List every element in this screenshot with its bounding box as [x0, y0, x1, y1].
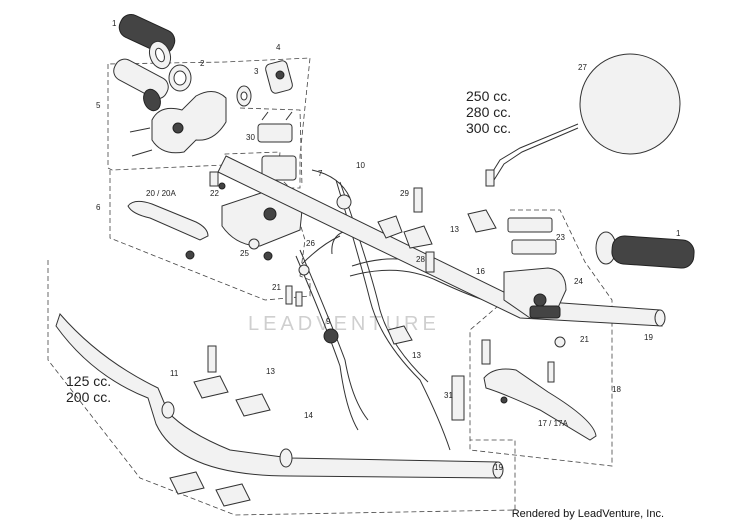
callout-19-b: 19 [494, 463, 503, 472]
callout-grip-right: 1 [676, 229, 681, 238]
bracket [451, 375, 465, 421]
left-throttle-assembly [113, 58, 192, 112]
engine-label-300: 300 cc. [466, 120, 511, 136]
right-grip [595, 231, 695, 269]
callout-5: 5 [96, 101, 101, 110]
engine-label-250: 250 cc. [466, 88, 511, 104]
callout-24: 24 [574, 277, 583, 286]
right-master-cylinder [503, 217, 567, 319]
washer [236, 85, 252, 107]
callout-20: 20 / 20A [146, 189, 176, 198]
callout-labels: 1 2 3 4 5 6 7 9 10 11 13 13 13 14 16 17 … [96, 19, 681, 472]
engine-label-125: 125 cc. [66, 373, 111, 389]
callout-13-a: 13 [450, 225, 459, 234]
lower-handlebar-19 [55, 313, 504, 479]
callout-13-c: 13 [266, 367, 275, 376]
callout-22: 22 [210, 189, 219, 198]
left-grip [118, 13, 176, 70]
callout-28: 28 [416, 255, 425, 264]
callout-18: 18 [612, 385, 621, 394]
callout-6: 6 [96, 203, 101, 212]
mirror [485, 53, 681, 187]
callout-26: 26 [306, 239, 315, 248]
callout-14: 14 [304, 411, 313, 420]
credit-text: Rendered by LeadVenture, Inc. [511, 508, 664, 520]
callout-9: 9 [326, 317, 331, 326]
callout-29: 29 [400, 189, 409, 198]
callout-11: 11 [170, 369, 179, 378]
engine-label-280: 280 cc. [466, 104, 511, 120]
left-switch-housing [129, 91, 227, 157]
engine-label-200: 200 cc. [66, 389, 111, 405]
callout-31: 31 [444, 391, 453, 400]
screws [207, 187, 555, 383]
callout-3: 3 [254, 67, 259, 76]
callout-19-a: 19 [644, 333, 653, 342]
switch-cover [265, 60, 293, 94]
callout-27: 27 [578, 63, 587, 72]
callout-7: 7 [318, 169, 323, 178]
callout-23: 23 [556, 233, 565, 242]
callout-21-b: 21 [580, 335, 589, 344]
reservoir [257, 111, 297, 181]
callout-13-b: 13 [412, 351, 421, 360]
callout-21-a: 21 [272, 283, 281, 292]
callout-4: 4 [276, 43, 281, 52]
lower-clamps [169, 375, 271, 507]
callout-grip-left: 1 [112, 19, 117, 28]
callout-10: 10 [356, 161, 365, 170]
engine-label-top: 250 cc. 280 cc. 300 cc. [466, 88, 511, 136]
front-brake-lever [483, 336, 597, 441]
callout-2: 2 [200, 59, 205, 68]
watermark: LEADVENTURE [248, 313, 440, 335]
clutch-lever [127, 200, 209, 260]
callout-16: 16 [476, 267, 485, 276]
clamps-13 [336, 194, 497, 345]
callout-25: 25 [240, 249, 249, 258]
master-cylinder [209, 171, 303, 261]
callout-17: 17 / 17A [538, 419, 568, 428]
callout-30: 30 [246, 133, 255, 142]
engine-label-bottom: 125 cc. 200 cc. [66, 373, 111, 405]
